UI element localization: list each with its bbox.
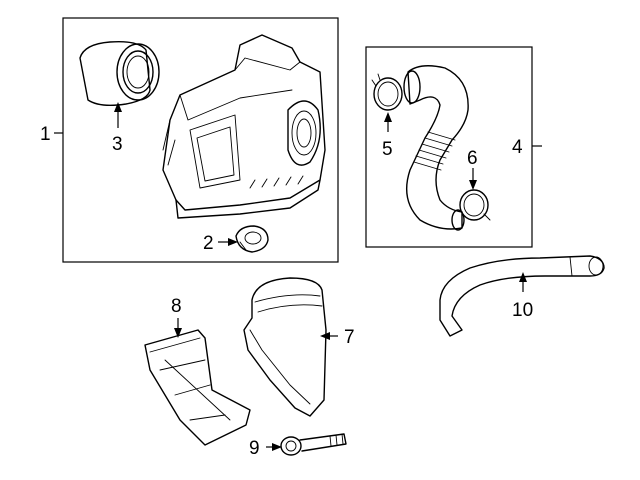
callout-9: 9 xyxy=(249,438,260,459)
air-filter-element xyxy=(79,40,160,107)
callout-3: 3 xyxy=(112,134,123,155)
bolt xyxy=(280,433,347,456)
retainer-clip xyxy=(235,225,269,253)
splash-shield xyxy=(144,329,251,446)
callout-1: 1 xyxy=(40,124,51,145)
intake-duct-assembly-box xyxy=(365,46,533,248)
callout-4: 4 xyxy=(512,137,523,158)
intake-duct xyxy=(403,65,469,231)
arrow-9 xyxy=(272,443,282,451)
air-cleaner-assembly-box xyxy=(62,17,339,263)
hose-clamp-large xyxy=(459,189,491,221)
callout-10: 10 xyxy=(512,300,533,321)
arrow-2 xyxy=(228,238,238,246)
arrow-10 xyxy=(519,272,527,282)
arrow-8 xyxy=(174,328,182,338)
arrow-7 xyxy=(320,332,330,340)
callout-6: 6 xyxy=(467,148,478,169)
arrow-5 xyxy=(384,112,392,122)
callout-5: 5 xyxy=(382,139,393,160)
breather-hose xyxy=(439,255,605,337)
callout-7: 7 xyxy=(344,327,355,348)
callout-8: 8 xyxy=(171,296,182,317)
air-cleaner-housing xyxy=(162,34,326,219)
air-inlet-duct xyxy=(243,277,327,417)
hose-clamp-small xyxy=(371,73,403,111)
arrow-6 xyxy=(469,180,477,190)
callout-2: 2 xyxy=(203,233,214,254)
arrow-3 xyxy=(114,102,122,112)
